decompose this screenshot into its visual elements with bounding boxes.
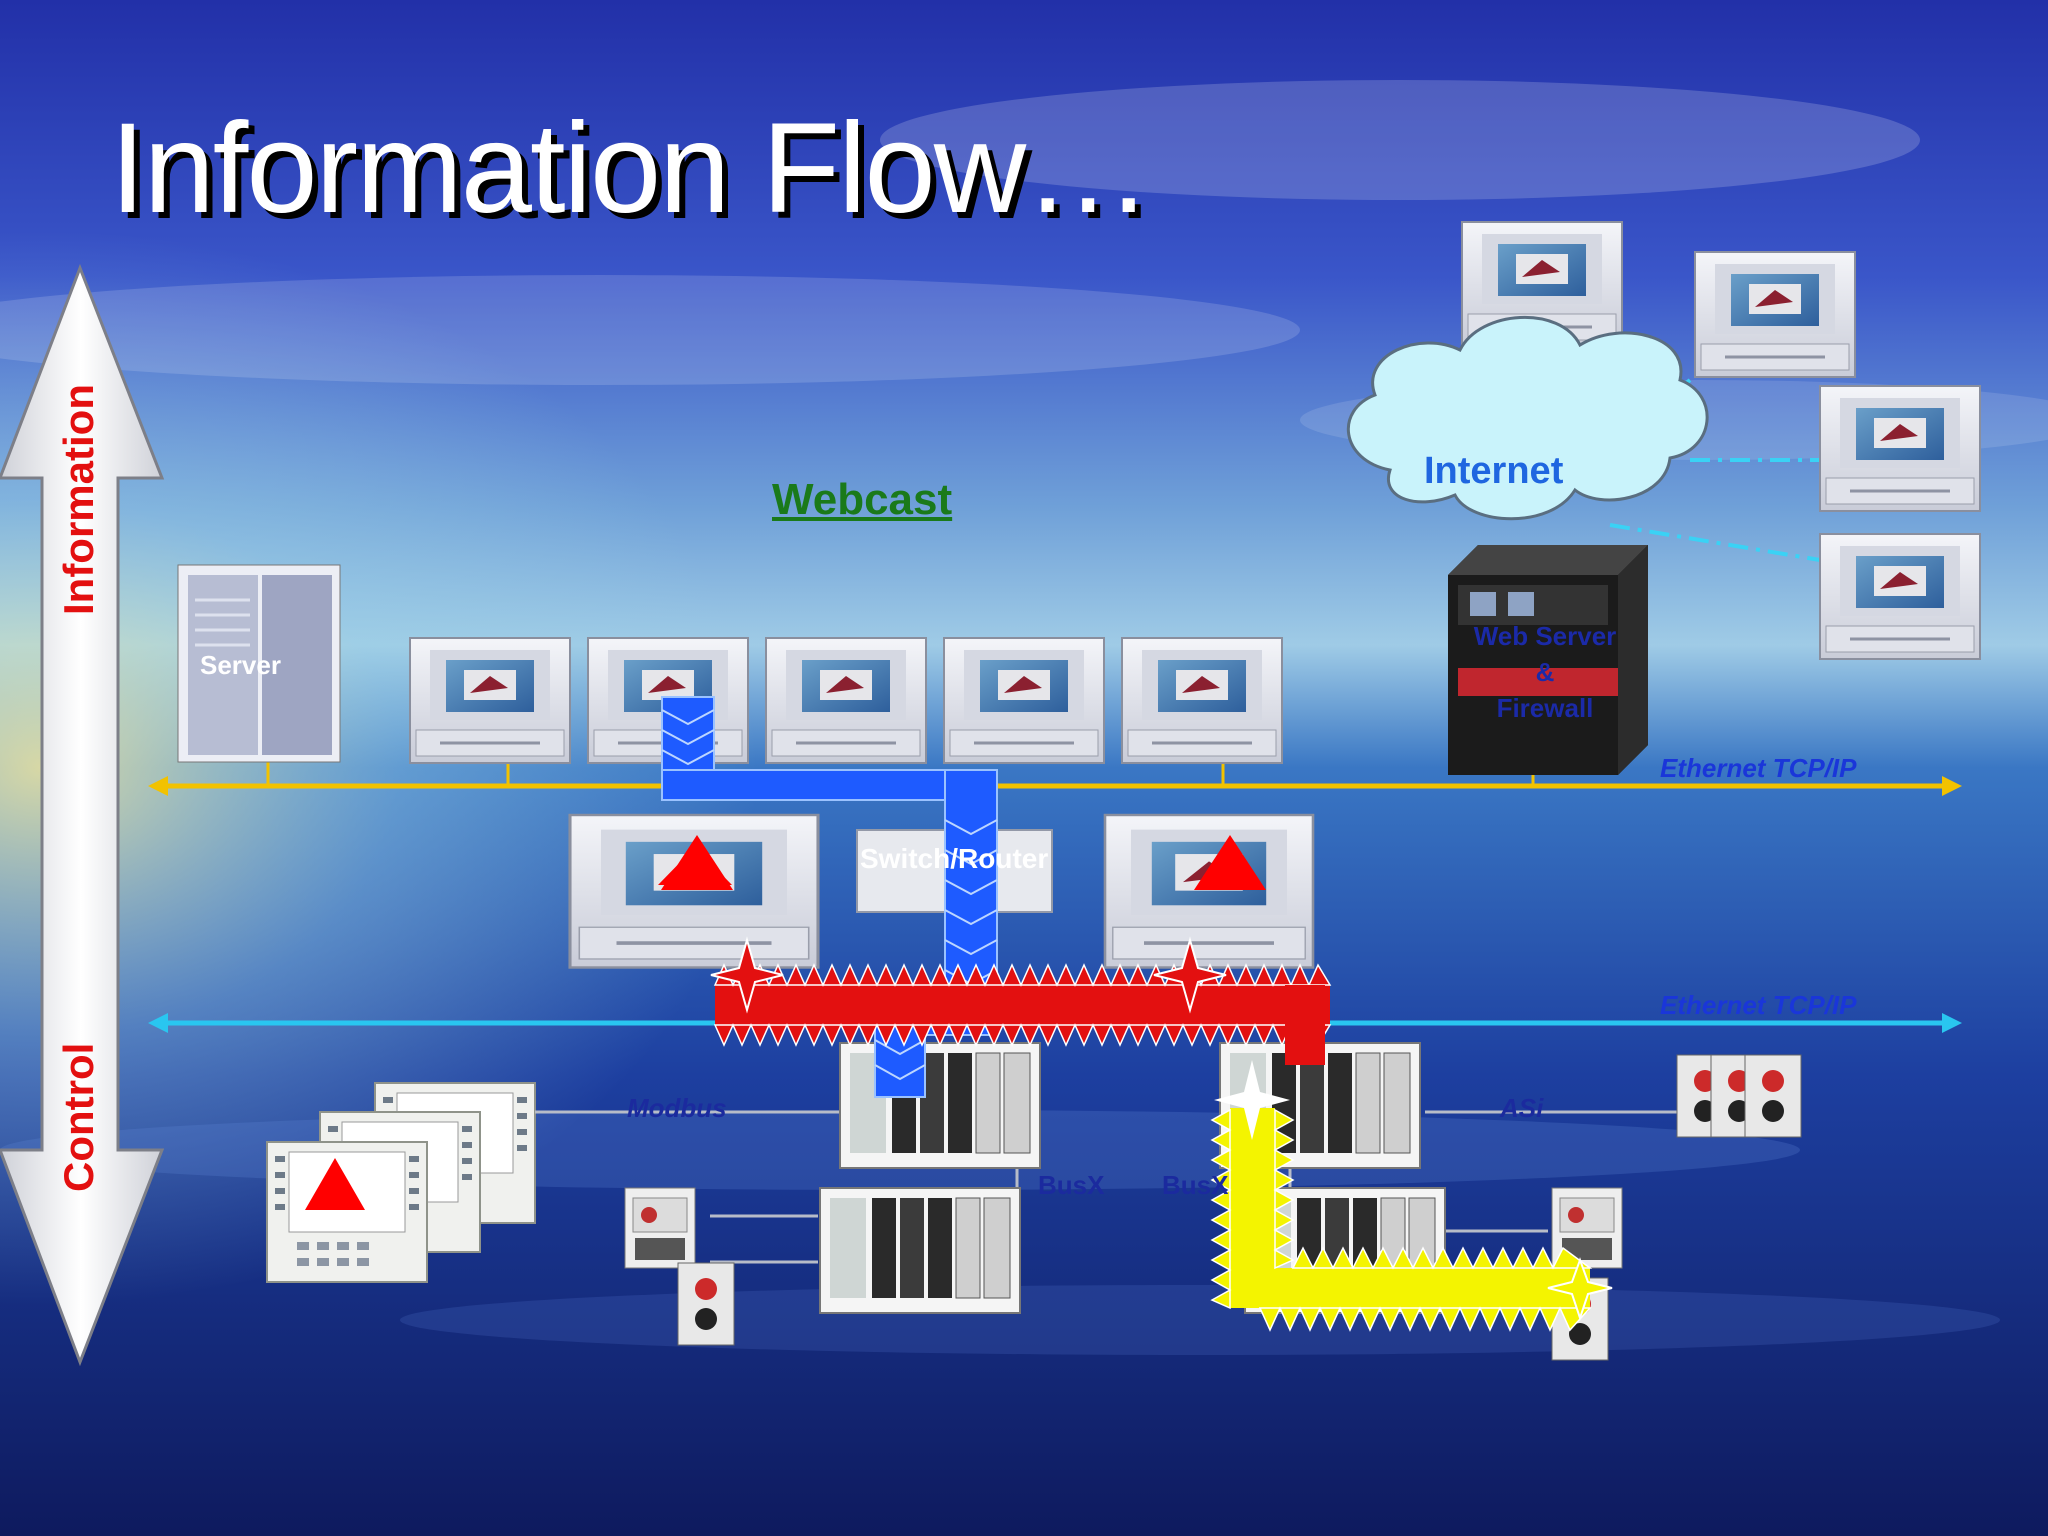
webcast-link[interactable]: Webcast: [772, 475, 953, 524]
control-flow-path: [710, 936, 1332, 1065]
ethernet-label-control: Ethernet TCP/IP: [1660, 990, 1857, 1020]
server-label: Server: [200, 650, 281, 680]
io-rack-left: [819, 1187, 1021, 1314]
busx-label-left: BusX: [1038, 1170, 1105, 1200]
busx-label-right: BusX: [1162, 1170, 1229, 1200]
alarm-triangle-icon-right: [1194, 835, 1266, 890]
remote-client-2: [1693, 250, 1857, 379]
control-workstation-right: [1103, 813, 1315, 970]
workstation-3: [764, 636, 928, 765]
plc-rack-left: [839, 1042, 1041, 1169]
workstation-1: [408, 636, 572, 765]
remote-client-4: [1818, 532, 1982, 661]
alarm-triangle-icon-hmi: [305, 1158, 365, 1210]
motor-starter-left: [624, 1187, 696, 1269]
web-server-label: Web Server & Firewall: [1460, 618, 1630, 726]
asi-label: ASi: [1500, 1093, 1544, 1123]
modbus-label: Modbus: [627, 1093, 727, 1123]
web-server-firewall: [1448, 545, 1648, 775]
switch-router-label: Switch/Router: [860, 843, 1049, 874]
server-tower: [177, 564, 341, 763]
internet-cloud: [1346, 316, 1709, 521]
asi-pushbutton-bank: [1676, 1054, 1802, 1138]
web-server-text: Web Server: [1473, 621, 1617, 651]
internet-label: Internet: [1424, 450, 1564, 492]
fieldbus-links: [535, 1110, 1680, 1264]
pushbutton-station-left: [677, 1262, 735, 1346]
workstation-4: [942, 636, 1106, 765]
control-workstation-left: [570, 815, 818, 968]
remote-client-3: [1818, 384, 1982, 513]
hmi-panel-front: [266, 1141, 428, 1283]
information-control-arrow: [0, 263, 165, 1367]
ethernet-information-bus: [148, 762, 1962, 796]
axis-label-information: Information: [55, 384, 102, 615]
ethernet-label-information: Ethernet TCP/IP: [1660, 753, 1857, 783]
ampersand-text: &: [1535, 657, 1555, 687]
workstation-5: [1120, 636, 1284, 765]
alarm-triangle-icon-left: [661, 835, 733, 890]
firewall-text: Firewall: [1496, 693, 1594, 723]
axis-label-control: Control: [55, 1042, 102, 1192]
field-flow-path: [1210, 1060, 1613, 1332]
slide-title: Information Flow…: [110, 97, 1152, 240]
